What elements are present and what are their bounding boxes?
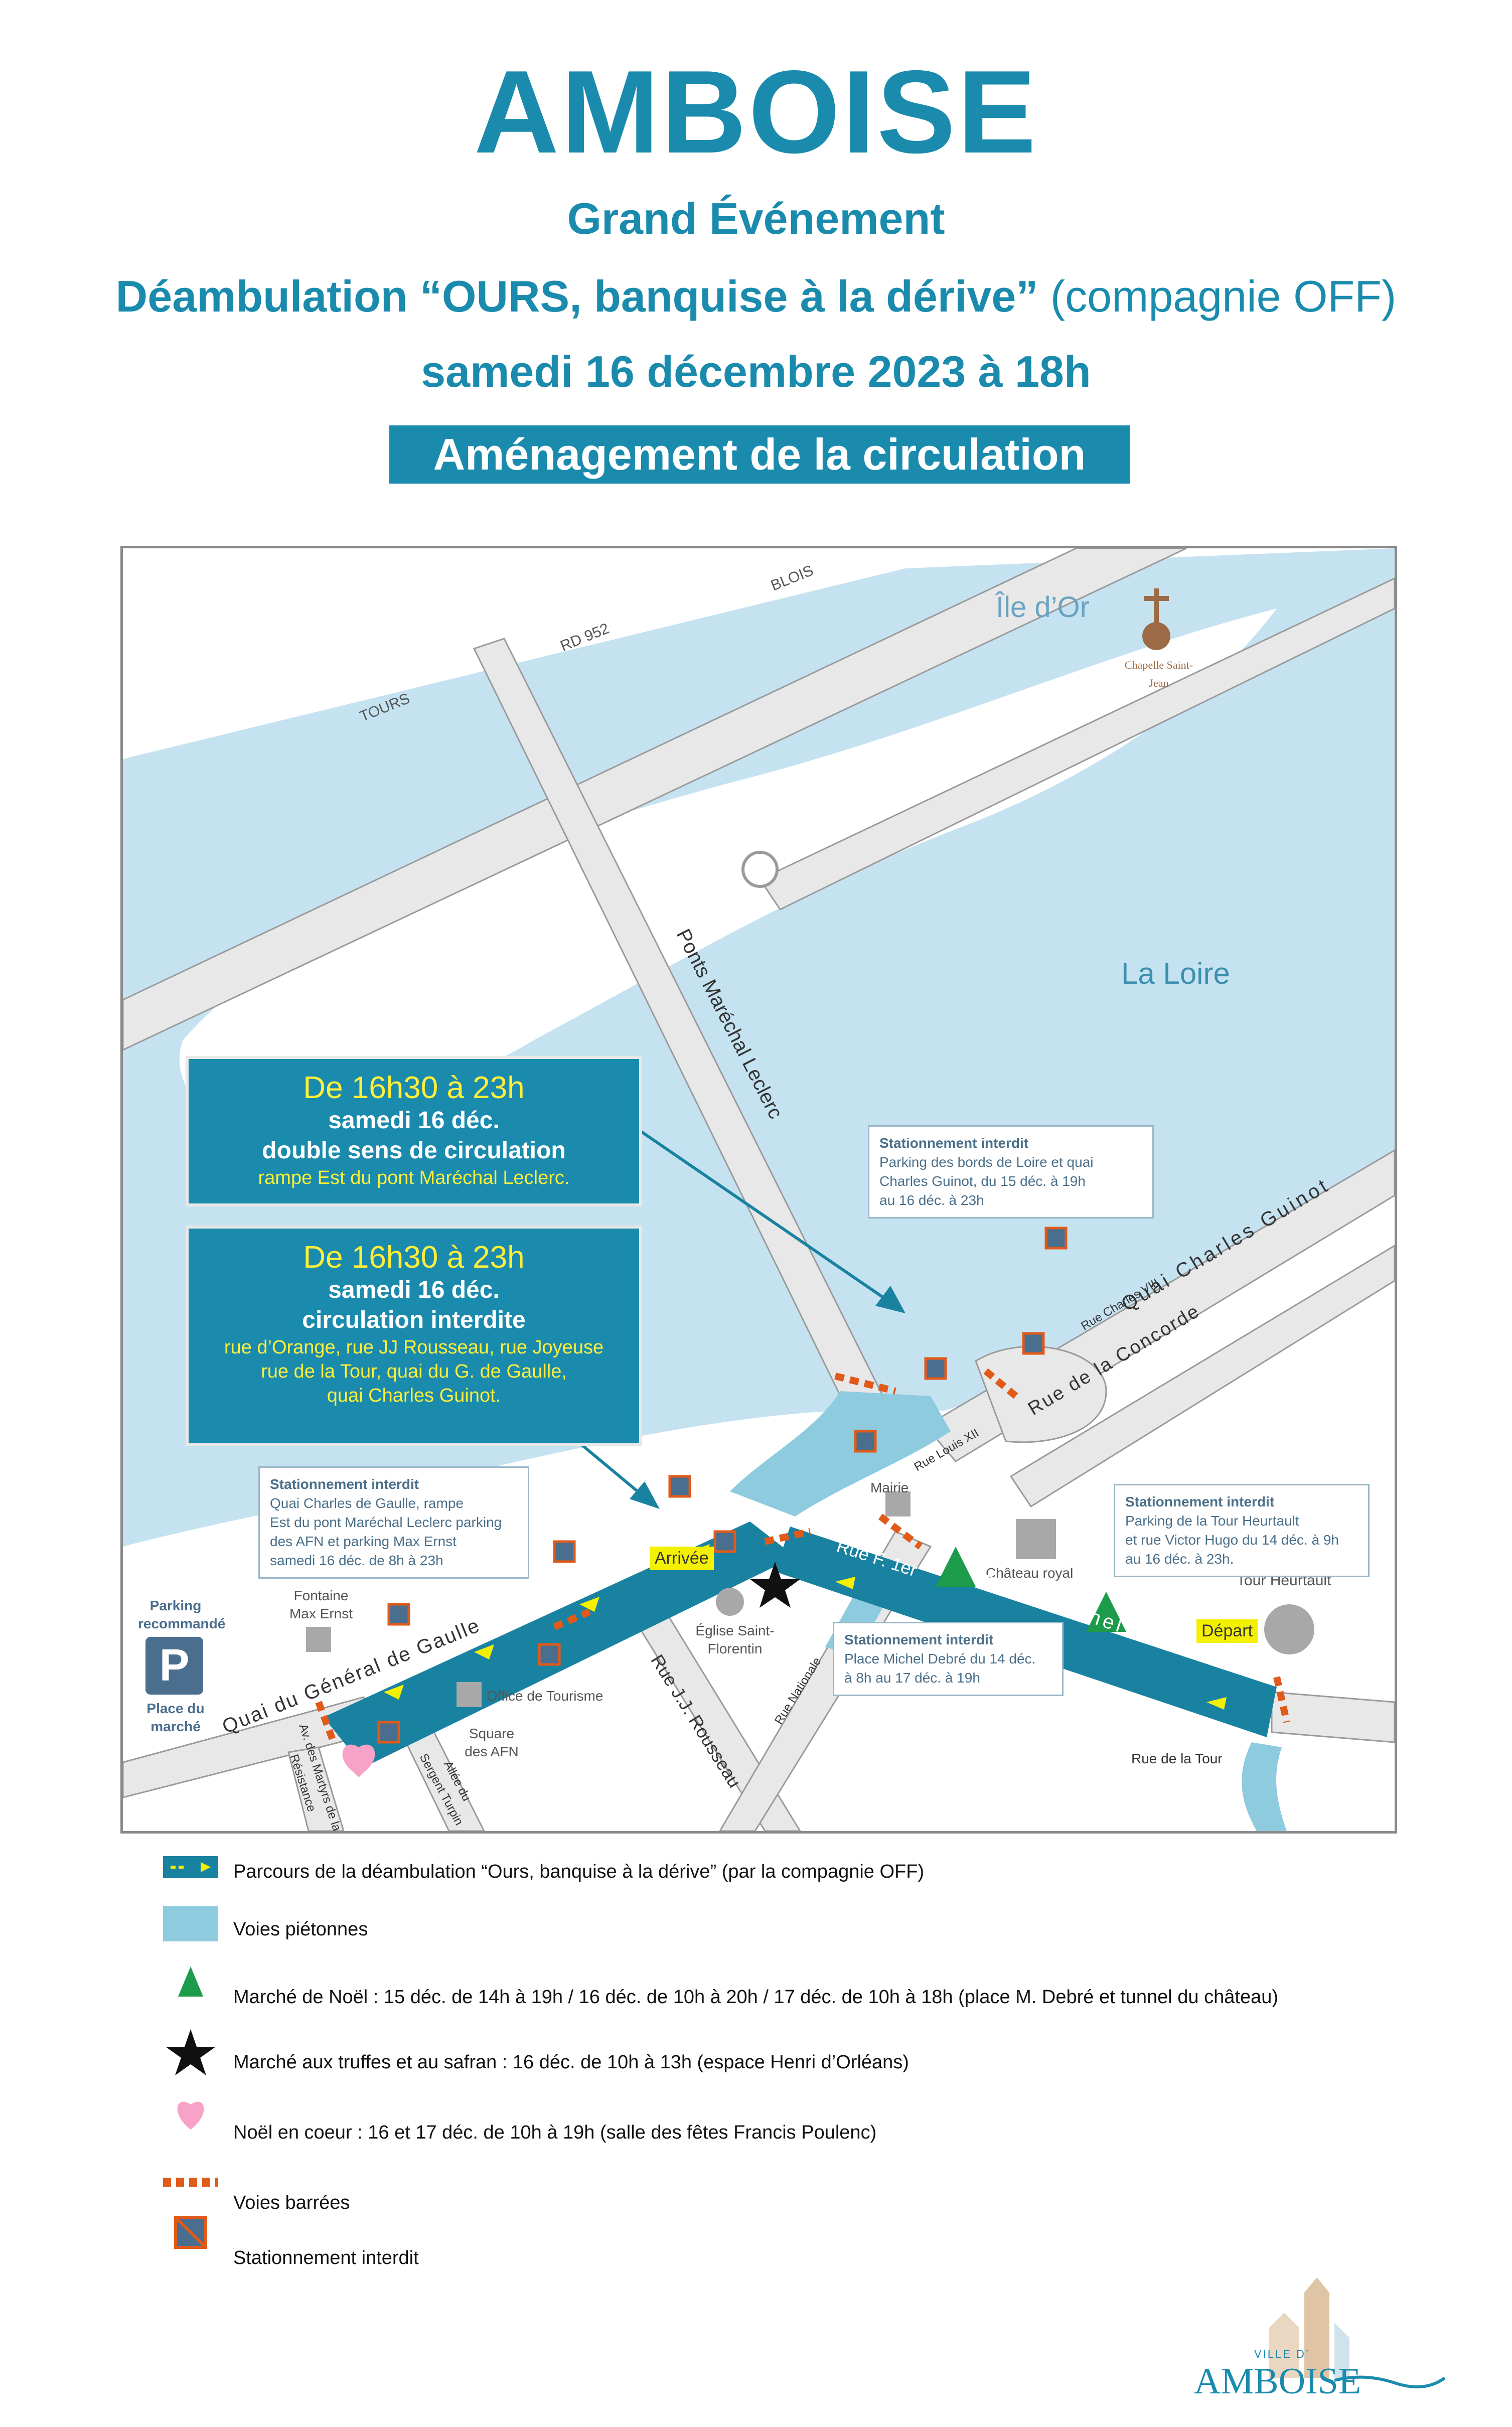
label-la-loire: La Loire	[1121, 957, 1230, 990]
label-chateau: Château royal	[986, 1565, 1074, 1581]
event-main: Déambulation “OURS, banquise à la dérive…	[115, 271, 1038, 321]
chapelle-marker	[1142, 622, 1170, 650]
logo-small: VILLE D’	[1254, 2348, 1310, 2360]
label-fontaine: Fontaine Max Ernst	[289, 1588, 353, 1621]
chateau-icon	[1016, 1519, 1056, 1559]
legend-heart-icon	[177, 2101, 204, 2130]
info-interdite-desc: circulation interdite	[302, 1307, 526, 1333]
logo-graphic	[1269, 2278, 1446, 2388]
info-interdite-where2: rue de la Tour, quai du G. de Gaulle,	[261, 1361, 567, 1382]
pointer-double	[624, 1119, 896, 1307]
notice-gaulle-l1: Quai Charles de Gaulle, rampe	[270, 1495, 464, 1511]
roundabout	[741, 851, 779, 888]
legend-icons	[163, 1856, 218, 2249]
legend-christmas-market: Marché de Noël : 15 déc. de 14h à 19h / …	[233, 1987, 1279, 2008]
notice-gaulle-l3: des AFN et parking Max Ernst	[270, 1534, 457, 1549]
traffic-map: Île d’Or Chapelle Saint-Jean La Loire TO…	[120, 546, 1397, 1834]
road-island	[759, 577, 1395, 911]
legend-barriers: Voies barrées	[233, 2192, 350, 2213]
notice-quai-title: Stationnement interdit	[879, 1135, 1029, 1151]
label-square: Square des AFN	[465, 1726, 519, 1759]
label-arrivee: Arrivée	[650, 1547, 714, 1570]
info-double-where: rampe Est du pont Maréchal Leclerc.	[258, 1167, 570, 1188]
christmas-trees	[936, 1547, 1126, 1632]
road-av-martyrs	[287, 1746, 345, 1831]
info-double-sens: De 16h30 à 23h samedi 16 déc. double sen…	[186, 1056, 642, 1206]
label-place-marche: Place du marché	[146, 1701, 205, 1734]
label-depart: Départ	[1196, 1619, 1258, 1643]
legend-pedestrian: Voies piétonnes	[233, 1919, 368, 1940]
notice-heurtault-l2: et rue Victor Hugo du 14 déc. à 9h	[1125, 1532, 1339, 1548]
notice-quai-l3: au 16 déc. à 23h	[879, 1192, 984, 1208]
office-marker	[457, 1682, 482, 1707]
legend-tree-icon	[178, 1966, 203, 1997]
info-circulation-interdite: De 16h30 à 23h samedi 16 déc. circulatio…	[186, 1226, 642, 1446]
section-banner: Aménagement de la circulation	[389, 425, 1130, 484]
fontaine-marker	[306, 1627, 331, 1652]
notice-heurtault-title: Stationnement interdit	[1125, 1494, 1275, 1509]
notice-heurtault: Stationnement interdit Parking de la Tou…	[1114, 1484, 1370, 1577]
parking-p-box	[145, 1637, 203, 1695]
info-interdite-time: De 16h30 à 23h	[303, 1240, 525, 1275]
pedestrian-ramp	[730, 1391, 951, 1516]
legend-truffle-market: Marché aux truffes et au safran : 16 déc…	[233, 2052, 909, 2073]
info-double-time: De 16h30 à 23h	[303, 1071, 525, 1105]
road-victor-hugo	[1271, 1691, 1395, 1743]
notice-debre-l2: à 8h au 17 déc. à 19h	[844, 1670, 980, 1686]
label-mairie: Mairie	[870, 1480, 909, 1495]
page-title: AMBOISE	[474, 46, 1038, 178]
notice-quai-l2: Charles Guinot, du 15 déc. à 19h	[879, 1173, 1086, 1189]
notice-heurtault-l3: au 16 déc. à 23h.	[1125, 1551, 1234, 1567]
truffle-star	[750, 1562, 800, 1608]
info-interdite-where3: quai Charles Guinot.	[327, 1385, 501, 1406]
notice-quai-gaulle: Stationnement interdit Quai Charles de G…	[258, 1466, 529, 1579]
label-eglise: Église Saint-Florentin	[695, 1623, 775, 1656]
info-interdite-day: samedi 16 déc.	[328, 1277, 500, 1303]
notice-gaulle-l4: samedi 16 déc. de 8h à 23h	[270, 1553, 443, 1568]
legend-route: Parcours de la déambulation “Ours, banqu…	[233, 1861, 925, 1882]
notice-quai-guinot: Stationnement interdit Parking des bords…	[868, 1125, 1154, 1219]
parking-p-letter: P	[159, 1640, 190, 1691]
barriers	[315, 1368, 1290, 1744]
label-ile-dor: Île d’Or	[996, 591, 1090, 624]
tour-heurtault-marker	[1264, 1604, 1314, 1654]
road-concorde	[1009, 1245, 1395, 1508]
info-interdite-where1: rue d’Orange, rue JJ Rousseau, rue Joyeu…	[224, 1337, 604, 1358]
notice-debre-title: Stationnement interdit	[844, 1632, 994, 1647]
label-rue-tour: Rue de la Tour	[1131, 1751, 1223, 1766]
label-chapelle: Chapelle Saint-Jean	[1124, 659, 1193, 689]
island-ile-dor	[179, 609, 1277, 1126]
no-parking-markers	[377, 1227, 1068, 1744]
notice-quai-l1: Parking des bords de Loire et quai	[879, 1154, 1094, 1170]
label-parking-reco: Parking recommandé	[138, 1598, 226, 1631]
event-company: (compagnie OFF)	[1038, 271, 1397, 321]
event-date: samedi 16 décembre 2023 à 18h	[421, 347, 1091, 396]
info-double-desc: double sens de circulation	[262, 1137, 566, 1164]
road-rd952	[123, 548, 1187, 1051]
notice-gaulle-title: Stationnement interdit	[270, 1476, 419, 1492]
logo-name: AMBOISE	[1194, 2361, 1362, 2402]
label-office: Office de Tourisme	[487, 1688, 603, 1704]
info-double-day: samedi 16 déc.	[328, 1107, 500, 1134]
notice-place-debre: Stationnement interdit Place Michel Debr…	[833, 1622, 1064, 1696]
notice-debre-l1: Place Michel Debré du 14 déc.	[844, 1651, 1036, 1666]
legend-pedestrian-icon	[163, 1906, 218, 1941]
legend-noel-coeur: Noël en coeur : 16 et 17 déc. de 10h à 1…	[233, 2122, 877, 2143]
pedestrian-rue-tour	[1242, 1742, 1287, 1831]
event-subtitle: Grand Événement	[567, 194, 945, 243]
legend-star-icon	[166, 2029, 216, 2075]
notice-heurtault-l1: Parking de la Tour Heurtault	[1125, 1513, 1299, 1529]
notice-gaulle-l2: Est du pont Maréchal Leclerc parking	[270, 1514, 502, 1530]
heart-marker	[342, 1744, 375, 1777]
event-name: Déambulation “OURS, banquise à la dérive…	[0, 271, 1512, 322]
mairie-marker	[885, 1491, 911, 1516]
legend-no-parking: Stationnement interdit	[233, 2247, 419, 2268]
eglise-marker	[716, 1588, 744, 1616]
ville-amboise-logo: VILLE D’ AMBOISE	[1184, 2272, 1446, 2403]
